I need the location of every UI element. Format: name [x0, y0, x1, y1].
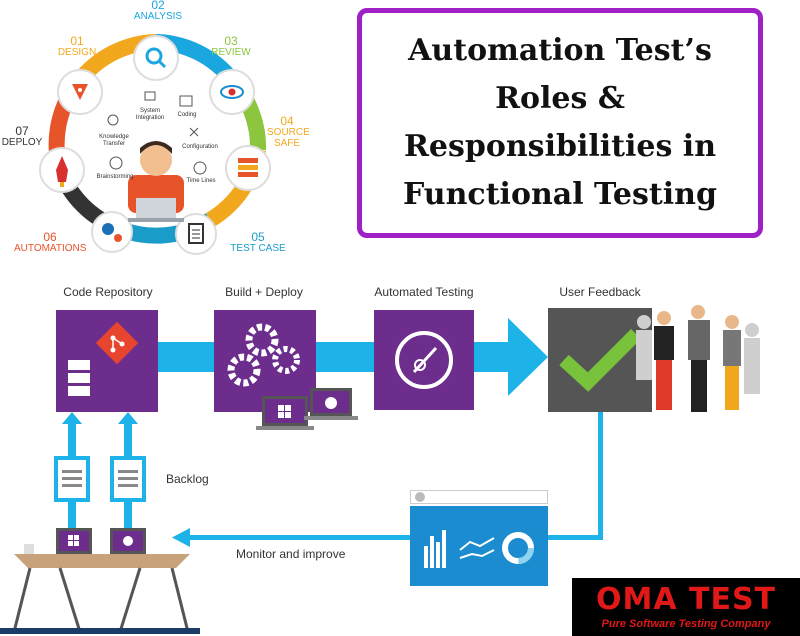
title-line-3: Responsibilities in: [403, 129, 717, 164]
build-deploy-tile: [214, 310, 316, 412]
logo-tagline: Pure Software Testing Company: [601, 618, 771, 630]
label-automated-testing: Automated Testing: [374, 285, 474, 299]
git-icon: [68, 321, 139, 396]
inner-item-coding: Coding: [177, 112, 197, 118]
eye-icon: [220, 85, 244, 99]
monitoring-dashboard: [410, 490, 548, 586]
label-code-repository: Code Repository: [63, 285, 153, 299]
title-text: Automation Test’s Roles & Responsibiliti…: [403, 27, 717, 219]
developer-desk-illustration: [0, 528, 200, 634]
backlog-arrows: [54, 412, 146, 530]
line-chart-icon: [459, 537, 495, 559]
person-2: [688, 305, 710, 412]
magnifier-icon: [145, 47, 167, 69]
feedback-horizontal-line: [548, 535, 603, 540]
user-feedback-tile: [548, 308, 652, 412]
apple-laptop-icon: [110, 528, 146, 554]
person-illustration: [128, 141, 184, 222]
code-repository-tile: [56, 310, 158, 412]
monitor-arrowhead: [172, 528, 190, 547]
people-group-illustration: [636, 305, 760, 412]
connector-2: [316, 342, 374, 372]
back-arrow-icon: [415, 492, 425, 502]
arrow-to-feedback: [474, 318, 548, 396]
automated-testing-tile: [374, 310, 474, 410]
windows-laptop-icon: [256, 396, 314, 430]
donut-chart-icon: [502, 532, 534, 564]
person-1: [654, 311, 674, 410]
lifecycle-wheel: [39, 34, 271, 255]
analytics-icons: [424, 530, 534, 568]
feedback-down-line: [598, 412, 603, 540]
label-user-feedback: User Feedback: [559, 285, 641, 299]
rocket-icon: [56, 156, 68, 187]
gears-icon: [102, 223, 122, 242]
gears-icon: [227, 323, 300, 387]
logo-name: OMA TEST: [595, 582, 777, 617]
windows-laptop-icon: [56, 528, 92, 554]
label-build-deploy: Build + Deploy: [225, 285, 303, 299]
gauge-icon: [395, 331, 453, 389]
monitor-line: [186, 535, 410, 540]
title-line-2: Roles &: [495, 81, 625, 116]
inner-item-brainstorming: Brainstorming: [96, 174, 134, 180]
clipboard-icon: [188, 223, 204, 244]
monitor-label: Monitor and improve: [236, 547, 346, 561]
connector-1: [158, 342, 214, 372]
title-box: Automation Test’s Roles & Responsibiliti…: [357, 8, 763, 238]
title-line-1: Automation Test’s: [408, 33, 712, 68]
checkmark-icon: [559, 329, 641, 392]
inner-item-knowledge-transfer: Knowledge Transfer: [99, 134, 129, 147]
inner-item-configuration: Configuration: [182, 144, 218, 150]
laptops-illustration: [256, 388, 358, 430]
document-icon-1: [54, 456, 90, 502]
document-icon-2: [110, 456, 146, 502]
person-3: [723, 315, 741, 410]
server-stack-icon: [68, 360, 90, 396]
apple-laptop-icon: [304, 388, 358, 420]
oma-test-logo: OMA TEST Pure Software Testing Company: [572, 578, 800, 636]
design-pen-icon: [72, 84, 88, 100]
title-line-4: Functional Testing: [403, 177, 717, 212]
server-icon: [238, 158, 258, 177]
inner-item-time-lines: Time Lines: [186, 178, 216, 184]
bar-chart-icon: [424, 530, 446, 568]
backlog-label: Backlog: [166, 472, 209, 486]
inner-item-system-integration: System Integration: [135, 108, 165, 121]
